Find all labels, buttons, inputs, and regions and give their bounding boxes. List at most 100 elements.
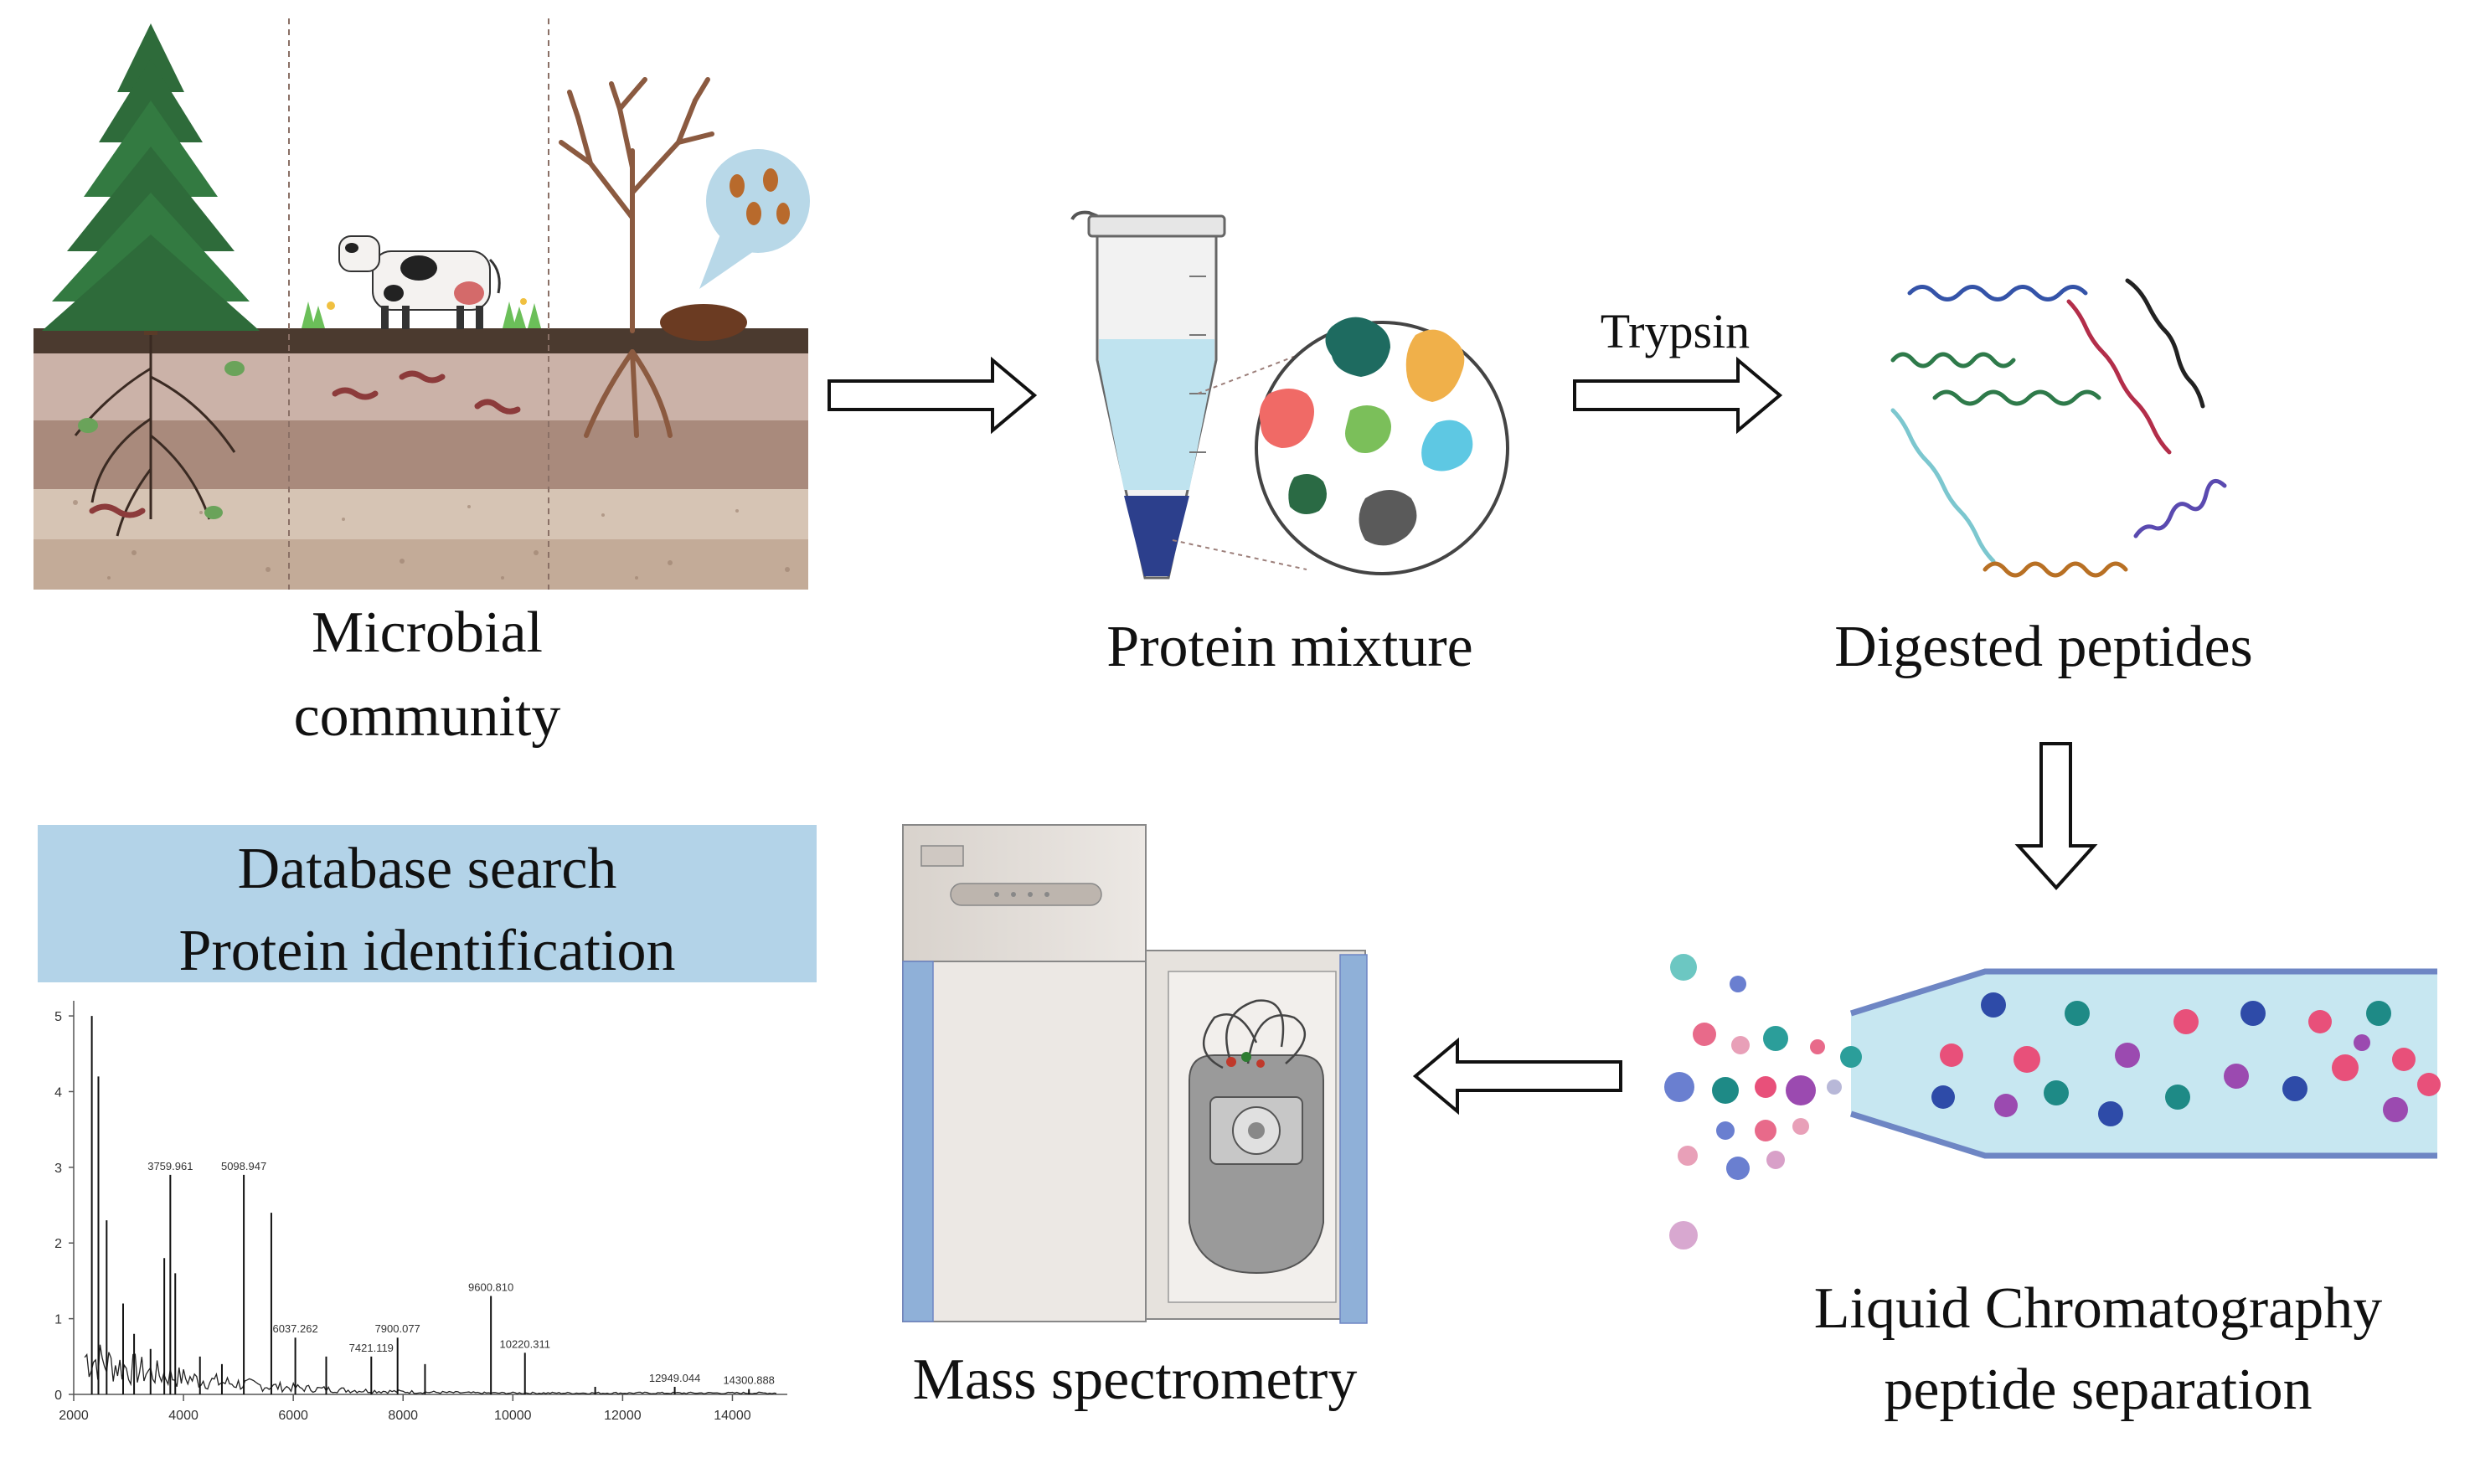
x-tick-label: 10000 bbox=[494, 1409, 532, 1423]
protein-blob-red bbox=[1259, 389, 1314, 448]
peptide-droplet bbox=[2332, 1054, 2359, 1081]
database-banner bbox=[38, 825, 817, 982]
tube-liquid bbox=[1099, 339, 1214, 490]
protein-pellet bbox=[1124, 496, 1189, 576]
peptide-droplet bbox=[2392, 1048, 2416, 1071]
beetle-icon bbox=[730, 168, 790, 225]
label-digested-peptides: Digested peptides bbox=[1834, 615, 2253, 679]
soil-layer-3 bbox=[34, 489, 808, 539]
peptide-droplet bbox=[2417, 1073, 2441, 1096]
y-tick-label: 0 bbox=[54, 1389, 62, 1403]
soil-layer-1 bbox=[34, 353, 808, 420]
peptide-droplet bbox=[1693, 1023, 1716, 1046]
label-protein-identification: Protein identification bbox=[179, 919, 676, 983]
peptide-droplet bbox=[2044, 1080, 2069, 1105]
label-lc-line2: peptide separation bbox=[1884, 1358, 2312, 1422]
soil-layer-4 bbox=[34, 539, 808, 590]
peptide-droplet bbox=[1664, 1072, 1694, 1102]
soil-microbes bbox=[78, 361, 245, 519]
label-microbial-line1: Microbial bbox=[312, 600, 543, 665]
arrow-to-mass-spec bbox=[1412, 1037, 1622, 1116]
peptide-droplet bbox=[2366, 1001, 2391, 1026]
y-tick-label: 1 bbox=[54, 1313, 62, 1327]
peptide-strand-green-2 bbox=[1932, 389, 2101, 406]
peptide-droplet bbox=[2098, 1101, 2123, 1126]
peptide-droplet bbox=[1827, 1080, 1842, 1095]
peptide-strand-red bbox=[2066, 299, 2172, 455]
peak-label: 10220.311 bbox=[499, 1337, 550, 1350]
peptide-droplet bbox=[1730, 976, 1746, 992]
peptide-droplet bbox=[2173, 1009, 2199, 1034]
protein-blob-cyan bbox=[1421, 420, 1473, 471]
arrow-to-lc bbox=[2014, 742, 2098, 890]
protein-blob-gray bbox=[1359, 490, 1417, 546]
protein-blob-teal bbox=[1325, 317, 1390, 377]
label-protein-mixture: Protein mixture bbox=[1106, 615, 1472, 679]
label-database-search: Database search bbox=[238, 837, 617, 901]
arrow-to-protein-mixture bbox=[828, 356, 1038, 435]
peptide-droplet bbox=[2282, 1076, 2307, 1101]
spectrum-baseline bbox=[84, 1344, 776, 1395]
protein-zoom-circle bbox=[1255, 317, 1509, 575]
insect-magnifier bbox=[699, 149, 810, 289]
soil-speckles bbox=[73, 500, 790, 580]
pine-tree-icon bbox=[42, 23, 260, 537]
microcentrifuge-tube-icon bbox=[1070, 210, 1226, 580]
peptide-droplet bbox=[1763, 1026, 1788, 1051]
peptide-droplet bbox=[1678, 1146, 1698, 1166]
peptide-droplet bbox=[1726, 1157, 1750, 1180]
peak-label: 14300.888 bbox=[723, 1374, 774, 1387]
x-tick-label: 4000 bbox=[168, 1409, 199, 1423]
peak-label: 7900.077 bbox=[375, 1322, 420, 1335]
y-tick-label: 4 bbox=[54, 1085, 62, 1100]
peptide-strand-green-1 bbox=[1890, 352, 2016, 368]
peptide-droplet bbox=[2308, 1010, 2332, 1033]
peptide-droplet bbox=[2224, 1064, 2249, 1089]
x-tick-label: 12000 bbox=[604, 1409, 642, 1423]
x-tick-label: 8000 bbox=[388, 1409, 418, 1423]
mass-spectrometer-icon bbox=[902, 824, 1368, 1324]
microbial-community-illustration bbox=[34, 18, 810, 590]
protein-blob-darkgreen bbox=[1288, 474, 1327, 514]
label-lc-line1: Liquid Chromatography bbox=[1814, 1276, 2383, 1341]
soil-layer-2 bbox=[34, 420, 808, 489]
label-mass-spectrometry: Mass spectrometry bbox=[913, 1347, 1358, 1412]
peptide-droplet bbox=[1670, 954, 1697, 981]
peptide-droplet bbox=[1792, 1118, 1809, 1135]
peptide-droplets bbox=[1664, 954, 2441, 1250]
arrow-trypsin-digest bbox=[1573, 356, 1783, 435]
peak-label: 5098.947 bbox=[221, 1160, 266, 1172]
peptide-droplet bbox=[1840, 1046, 1862, 1068]
x-tick-label: 6000 bbox=[278, 1409, 308, 1423]
cow-icon bbox=[338, 235, 501, 329]
peptide-droplet bbox=[1716, 1121, 1735, 1140]
peptide-droplet bbox=[1981, 992, 2006, 1018]
flowers bbox=[327, 298, 527, 310]
y-tick-label: 3 bbox=[54, 1162, 62, 1176]
peptide-droplet bbox=[1786, 1075, 1816, 1105]
peptide-droplet bbox=[1669, 1221, 1698, 1250]
peptide-strand-purple bbox=[2133, 478, 2227, 538]
peak-label: 12949.044 bbox=[649, 1372, 700, 1384]
ms-tubing bbox=[1202, 999, 1307, 1069]
dung-mound bbox=[660, 304, 747, 341]
peptide-droplet bbox=[1931, 1085, 1955, 1109]
peptide-droplet bbox=[1810, 1039, 1825, 1054]
peptide-droplet bbox=[1731, 1036, 1750, 1054]
bare-tree-icon bbox=[559, 77, 714, 438]
peak-label: 6037.262 bbox=[272, 1322, 317, 1335]
peptide-droplet bbox=[1712, 1077, 1739, 1104]
grass-tufts bbox=[302, 301, 541, 328]
peptide-droplet bbox=[2354, 1034, 2370, 1051]
y-tick-label: 5 bbox=[54, 1010, 62, 1024]
peptide-droplet bbox=[1755, 1076, 1776, 1098]
protein-blob-orange bbox=[1405, 329, 1465, 402]
peptide-strands bbox=[1890, 278, 2227, 578]
label-trypsin: Trypsin bbox=[1601, 304, 1750, 358]
y-tick-label: 2 bbox=[54, 1237, 62, 1251]
peptide-droplet bbox=[2383, 1097, 2408, 1122]
earthworms bbox=[89, 370, 521, 518]
